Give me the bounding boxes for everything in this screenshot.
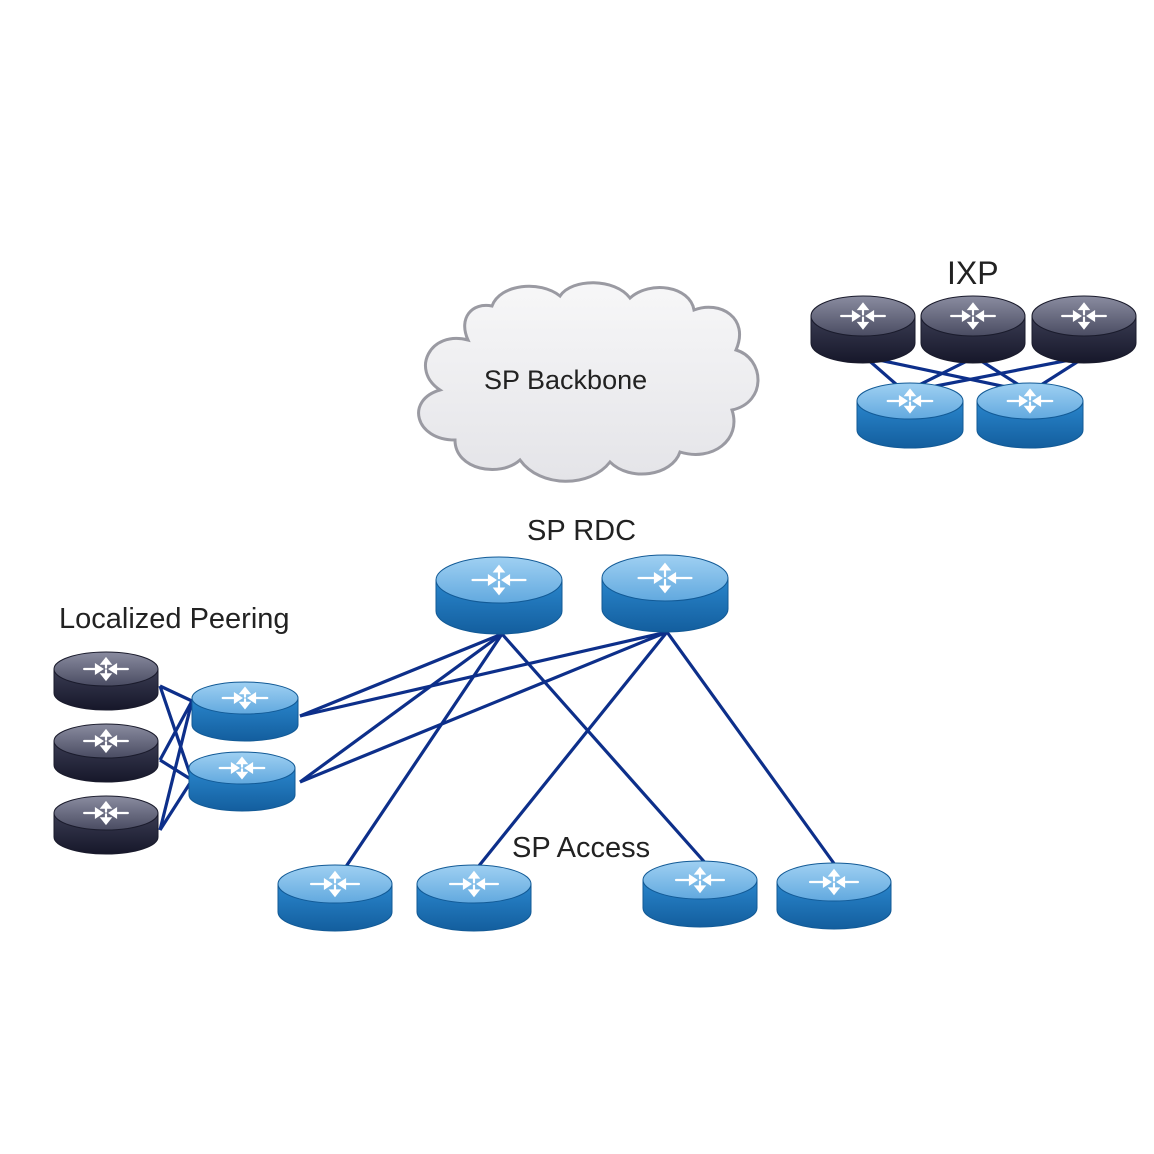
sp-access-label: SP Access xyxy=(512,832,651,864)
link-lp-3 xyxy=(158,700,194,761)
link-pe-2 xyxy=(299,630,668,718)
cloud-icon xyxy=(417,281,760,483)
router-arrows-icon xyxy=(1006,388,1054,414)
router-arrows-icon xyxy=(83,728,129,754)
peering-edge-router-1 xyxy=(191,681,299,742)
network-links xyxy=(158,355,1086,872)
ixp-label: IXP xyxy=(947,255,999,291)
link-lp-5 xyxy=(158,700,194,831)
router-arrows-icon xyxy=(448,870,500,898)
router-arrows-icon xyxy=(840,302,886,330)
access-router-1 xyxy=(277,864,393,932)
routers xyxy=(53,295,1137,932)
link-pe-4 xyxy=(299,630,668,784)
router-arrows-icon xyxy=(221,686,269,710)
access-router-3 xyxy=(642,860,758,928)
link-rdc-1 xyxy=(341,633,504,872)
link-lp-1 xyxy=(159,684,193,703)
ixp-blue-router-1 xyxy=(856,382,964,449)
sp-rdc-label: SP RDC xyxy=(527,515,637,547)
rdc-router-2 xyxy=(601,554,729,633)
router-arrows-icon xyxy=(83,800,129,826)
router-arrows-icon xyxy=(950,302,996,330)
link-pe-1 xyxy=(299,632,503,718)
peering-router-1 xyxy=(53,651,159,711)
rdc-router-1 xyxy=(435,556,563,635)
link-lp-6 xyxy=(158,779,194,831)
access-router-2 xyxy=(416,864,532,932)
router-arrows-icon xyxy=(218,756,266,780)
router-arrows-icon xyxy=(674,866,726,894)
router-arrows-icon xyxy=(309,870,361,898)
sp-backbone-label: SP Backbone xyxy=(484,365,648,395)
ixp-router-2 xyxy=(920,295,1026,364)
router-arrows-icon xyxy=(471,564,527,596)
router-arrows-icon xyxy=(637,562,693,594)
ixp-router-1 xyxy=(810,295,916,364)
link-rdc-3 xyxy=(476,630,669,869)
peering-router-2 xyxy=(53,723,159,783)
router-arrows-icon xyxy=(886,388,934,414)
link-pe-3 xyxy=(299,632,503,784)
router-arrows-icon xyxy=(83,656,129,682)
peering-router-3 xyxy=(53,795,159,855)
ixp-blue-router-2 xyxy=(976,382,1084,449)
localized-peering-label: Localized Peering xyxy=(59,603,290,635)
peering-edge-router-2 xyxy=(188,751,296,812)
router-arrows-icon xyxy=(1061,302,1107,330)
link-rdc-2 xyxy=(500,632,710,868)
router-arrows-icon xyxy=(808,868,860,896)
access-router-4 xyxy=(776,862,892,930)
link-rdc-4 xyxy=(665,631,840,870)
ixp-router-3 xyxy=(1031,295,1137,364)
